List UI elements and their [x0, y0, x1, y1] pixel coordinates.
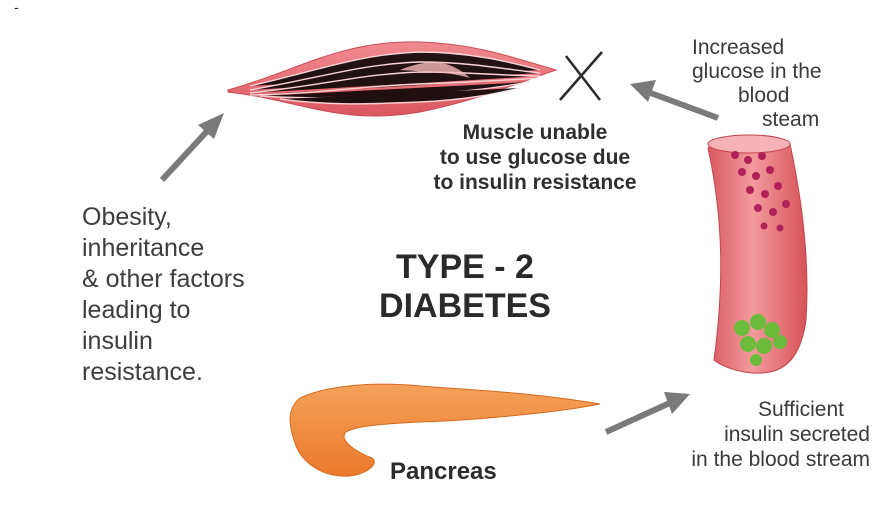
- blood-vessel-illustration: [708, 135, 807, 373]
- left-text-line: resistance.: [82, 357, 245, 388]
- arrow-left-to-muscle: [162, 113, 224, 180]
- left-text-line: Obesity,: [82, 202, 245, 233]
- cross-icon: [560, 52, 602, 100]
- glucose-text-line: blood: [678, 84, 868, 108]
- muscle-text-line: to insulin resistance: [400, 170, 670, 195]
- obesity-causes-text: Obesity, inheritance & other factors lea…: [82, 202, 245, 388]
- muscle-caption: Muscle unable to use glucose due to insu…: [400, 120, 670, 196]
- insulin-text-line: insulin secreted: [620, 423, 870, 448]
- muscle-text-line: to use glucose due: [400, 145, 670, 170]
- glucose-text-line: glucose in the: [678, 60, 868, 84]
- left-text-line: insulin: [82, 326, 245, 357]
- title-line-2: DIABETES: [360, 287, 570, 326]
- glucose-text-line: Increased: [678, 36, 868, 60]
- insulin-text-line: Sufficient: [620, 398, 870, 423]
- left-text-line: & other factors: [82, 264, 245, 295]
- left-text-line: inheritance: [82, 233, 245, 264]
- blood-glucose-caption: Increased glucose in the blood steam: [678, 36, 868, 132]
- center-title: TYPE - 2 DIABETES: [360, 248, 570, 326]
- muscle-text-line: Muscle unable: [400, 120, 670, 145]
- pancreas-label: Pancreas: [390, 460, 497, 484]
- left-text-line: leading to: [82, 295, 245, 326]
- title-line-1: TYPE - 2: [360, 248, 570, 287]
- glucose-text-line: steam: [678, 108, 868, 132]
- insulin-caption: Sufficient insulin secreted in the blood…: [620, 398, 870, 472]
- insulin-text-line: in the blood stream: [620, 448, 870, 473]
- muscle-illustration: [228, 42, 556, 116]
